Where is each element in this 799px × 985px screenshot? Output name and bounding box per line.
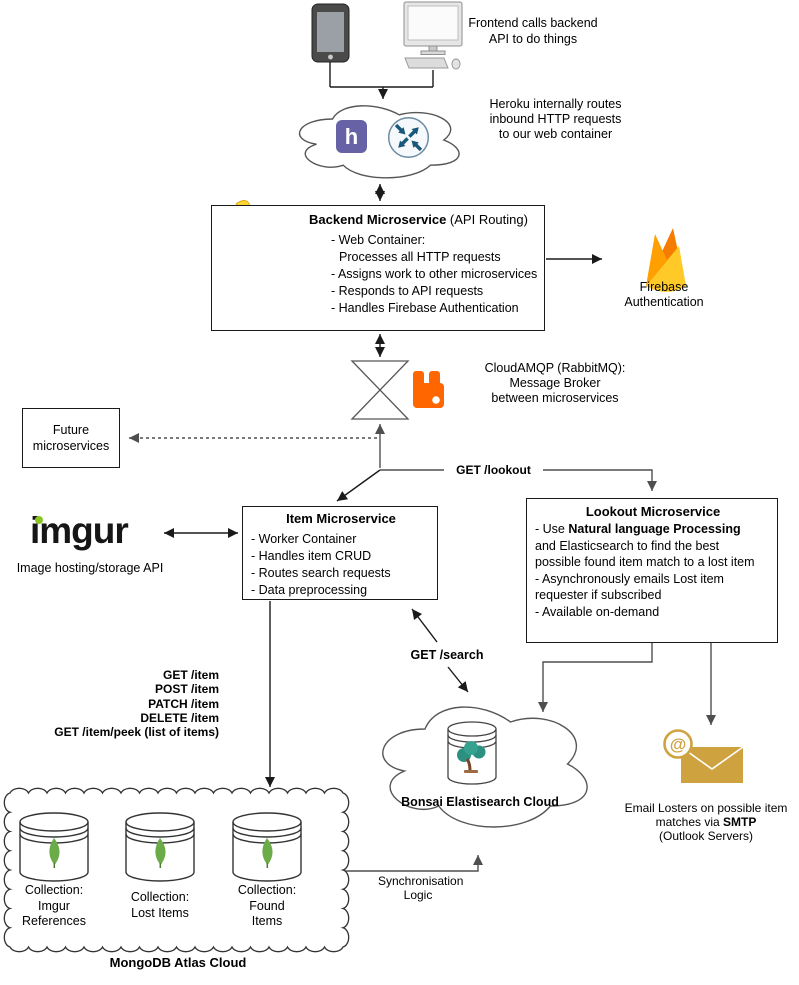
lookout-text: - Use Natural language Processing and El… [535,522,755,619]
backend-title-bold: Backend Microservice [309,212,447,227]
mongo-leaf-icon [155,838,166,868]
edge-lookout-bonsai [538,643,653,712]
hourglass-shape [350,360,410,420]
imgur-logo-dot [34,516,43,524]
email-caption: Email Losters on possible item matches v… [624,801,788,843]
desktop-computer-icon [403,1,463,70]
frontend-caption: Frontend calls backend API to do things [468,16,598,46]
lookout-title: Lookout Microservice [585,504,721,519]
item-bullets: - Worker Container - Handles item CRUD -… [251,532,391,597]
get-search-label: GET /search [400,648,494,663]
edges-black [164,62,602,787]
bonsai-tree-icon [457,741,486,773]
heroku-logo-icon: h [336,120,367,153]
item-http-methods: GET /item POST /item PATCH /item DELETE … [54,668,219,740]
item-microservice-box: Item Microservice - Worker Container - H… [242,506,438,600]
backend-microservice-box: Backend Microservice (API Routing) - Web… [211,205,545,331]
edge-search-down [447,666,469,693]
edge-sync [345,855,483,872]
backend-bullets: - Web Container: Processes all HTTP requ… [331,233,538,315]
future-microservices-box: Future microservices [22,408,120,468]
imgur-logo: imgur [30,510,129,551]
edge-search-up [411,608,438,643]
mongo-leaf-icon [262,838,273,868]
item-title: Item Microservice [286,511,396,526]
backend-title-rest: (API Routing) [446,212,528,227]
rabbitmq-icon [413,371,444,408]
collection-found-items-label: Collection: Found Items [237,883,297,928]
future-label: Future microservices [32,423,110,453]
svg-text:@: @ [670,735,687,754]
bonsai-label: Bonsai Elastisearch Cloud [401,795,559,809]
heroku-cloud [298,105,460,179]
get-lookout-label: GET /lookout [444,463,543,478]
sync-logic-label: Synchronisation Logic [378,874,464,902]
heroku-caption: Heroku internally routes inbound HTTP re… [489,97,622,142]
phone-icon [311,3,350,63]
collection-imgur-references-label: Collection: Imgur References [22,883,86,928]
mongo-leaf-icon [49,838,60,868]
cloudamqp-caption: CloudAMQP (RabbitMQ): Message Broker bet… [484,361,626,405]
edge-junction-item [336,469,381,502]
svg-text:h: h [345,124,358,149]
mongodb-atlas-label: MongoDB Atlas Cloud [109,955,247,970]
router-icon-small [389,118,429,158]
collection-lost-items-label: Collection: Lost Items [130,890,190,920]
firebase-label: Firebase Authentication [624,280,704,309]
imgur-caption: Image hosting/storage API [16,561,164,575]
backend-title: Backend Microservice (API Routing) [292,212,545,227]
firebase-icon [646,228,686,292]
email-icon: @ [663,729,744,783]
lookout-microservice-box: Lookout Microservice - Use Natural langu… [526,498,778,643]
